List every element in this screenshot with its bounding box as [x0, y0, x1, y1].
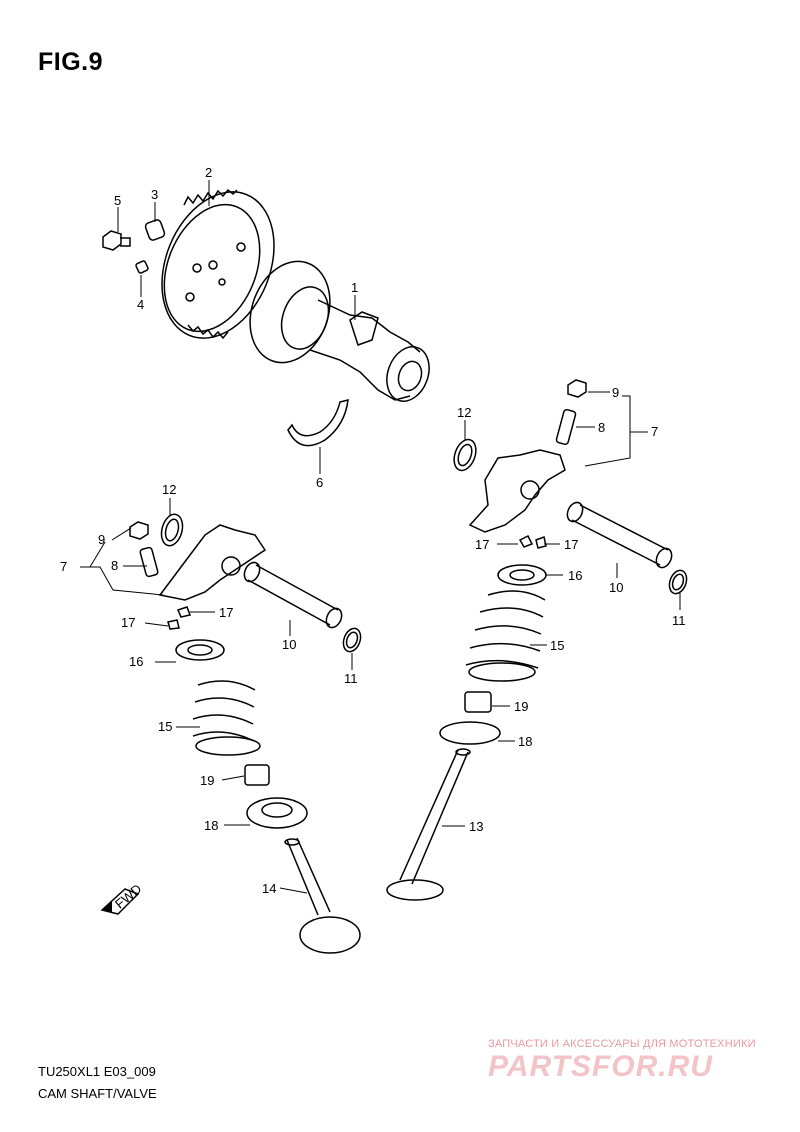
part-label: 17 — [121, 615, 135, 630]
fwd-direction-marker: FWD — [100, 881, 144, 915]
left-rocker-shaft-drawing — [243, 561, 362, 653]
fwd-label: FWD — [112, 881, 144, 912]
part-label: 8 — [111, 558, 118, 573]
part-label: 9 — [98, 532, 105, 547]
part-label: 6 — [316, 475, 323, 490]
part-label: 19 — [514, 699, 528, 714]
part-label: 18 — [518, 734, 532, 749]
part-label: 17 — [219, 605, 233, 620]
part-label: 15 — [550, 638, 564, 653]
leader-lines — [80, 180, 681, 894]
watermark-logo: PARTSFOR.RU — [488, 1050, 713, 1083]
part-number-labels: 1 2 3 4 5 6 7 8 9 10 11 12 17 17 15 16 1… — [60, 165, 686, 896]
part-label: 16 — [129, 654, 143, 669]
part-label: 2 — [205, 165, 212, 180]
part-label: 19 — [200, 773, 214, 788]
part-label: 11 — [344, 671, 358, 686]
part-label: 15 — [158, 719, 172, 734]
part-label: 7 — [60, 559, 67, 574]
part-label: 17 — [564, 537, 578, 552]
dowel-drawing — [144, 219, 166, 241]
pin-drawing — [135, 260, 149, 274]
part-label: 12 — [162, 482, 176, 497]
model-code: TU250XL1 E03_009 — [38, 1064, 156, 1079]
section-title: CAM SHAFT/VALVE — [38, 1086, 157, 1101]
part-label: 14 — [262, 881, 276, 896]
figure-title: FIG.9 — [38, 48, 104, 76]
part-label: 5 — [114, 193, 121, 208]
part-label: 11 — [672, 613, 686, 628]
left-rocker-arm-drawing — [129, 513, 267, 630]
right-valve-train-drawing — [386, 564, 547, 901]
cam-plate-drawing — [287, 399, 349, 447]
part-label: 7 — [651, 424, 658, 439]
part-label: 12 — [457, 405, 471, 420]
part-label: 10 — [282, 637, 296, 652]
watermark-tagline: ЗАПЧАСТИ И АКСЕССУАРЫ ДЛЯ МОТОТЕХНИКИ — [488, 1038, 756, 1050]
right-rocker-shaft-drawing — [566, 501, 688, 595]
part-label: 9 — [612, 385, 619, 400]
part-label: 13 — [469, 819, 483, 834]
part-label: 8 — [598, 420, 605, 435]
right-rocker-arm-drawing — [453, 379, 587, 549]
part-label: 1 — [351, 280, 358, 295]
part-label: 10 — [609, 580, 623, 595]
part-label: 4 — [137, 297, 144, 312]
left-valve-train-drawing — [175, 639, 361, 954]
sprocket-bolt-drawing — [102, 230, 131, 251]
camshaft-drawing — [249, 260, 430, 402]
part-label: 18 — [204, 818, 218, 833]
part-label: 3 — [151, 187, 158, 202]
part-label: 16 — [568, 568, 582, 583]
cam-sprocket-drawing — [161, 188, 275, 340]
part-label: 17 — [475, 537, 489, 552]
